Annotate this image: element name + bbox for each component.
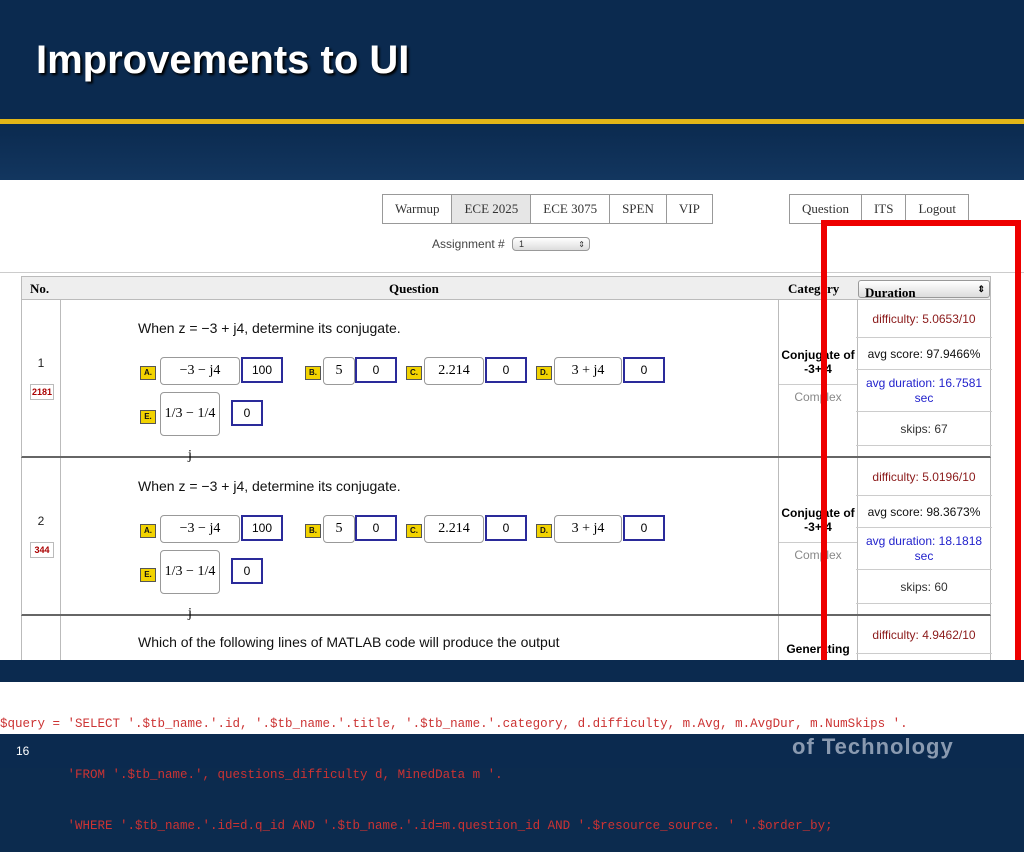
code-line: 'FROM '.$tb_name.', questions_difficulty…	[0, 768, 503, 782]
option-answer[interactable]: 5	[323, 515, 355, 543]
category-name: Generating	[786, 642, 850, 656]
course-nav: Warmup ECE 2025 ECE 3075 SPEN VIP	[382, 194, 713, 224]
question-text: When z = −3 + j4, determine its conjugat…	[138, 320, 401, 336]
nav-vip[interactable]: VIP	[666, 195, 712, 223]
option-label: E.	[140, 410, 156, 424]
option-label: B.	[305, 524, 321, 538]
category-cell: Conjugate of -3+j4 Complex	[778, 458, 858, 614]
nav-ece3075[interactable]: ECE 3075	[531, 195, 611, 223]
nav-warmup[interactable]: Warmup	[383, 195, 453, 223]
difficulty-stat: difficulty: 4.9462/10	[856, 616, 992, 654]
highlight-box	[821, 220, 1021, 676]
question-text: Which of the following lines of MATLAB c…	[138, 634, 560, 650]
option-label: B.	[305, 366, 321, 380]
option-count: 0	[623, 357, 665, 383]
divider	[0, 272, 1024, 273]
question-id-badge: 2181	[30, 384, 54, 400]
code-snippet: $query = 'SELECT '.$tb_name.'.id, '.$tb_…	[0, 682, 1024, 833]
row-number-cell: 1 2181	[22, 300, 61, 456]
option-answer[interactable]: 3 + j4	[554, 515, 622, 543]
nav-question[interactable]: Question	[790, 195, 862, 223]
category-cell: Conjugate of -3+j4 Complex	[778, 300, 858, 456]
row-number-cell: 2 344	[22, 458, 61, 614]
difficulty-stat: difficulty: 5.0653/10	[856, 300, 992, 338]
updown-arrow-icon: ⇕	[578, 240, 585, 249]
assignment-label: Assignment #	[432, 237, 505, 251]
option-count: 0	[623, 515, 665, 541]
institution-logo: of Technology	[792, 734, 954, 759]
option-label: A.	[140, 366, 156, 380]
question-text: When z = −3 + j4, determine its conjugat…	[138, 478, 401, 494]
option-count: 0	[231, 400, 263, 426]
divider	[779, 542, 857, 543]
option-answer[interactable]: 2.214	[424, 515, 484, 543]
header-band	[0, 124, 1024, 180]
avg-score-stat: avg score: 97.9466%	[856, 338, 992, 370]
skips-stat: skips: 67	[856, 412, 992, 446]
gold-divider	[0, 119, 1024, 124]
option-answer[interactable]: 2.214	[424, 357, 484, 385]
avg-score-stat: avg score: 98.3673%	[856, 496, 992, 528]
assignment-select[interactable]: 1 ⇕	[512, 237, 590, 251]
option-count: 0	[231, 558, 263, 584]
difficulty-stat: difficulty: 5.0196/10	[856, 458, 992, 496]
slide-footer: 16 of Technology	[0, 734, 1024, 768]
slide-title: Improvements to UI	[36, 38, 410, 82]
duration-sort-select[interactable]: Duration ⇕	[858, 280, 990, 300]
option-label: C.	[406, 524, 422, 538]
option-answer[interactable]: 1/3 − 1/4 j	[160, 392, 220, 463]
page-number: 16	[16, 744, 30, 758]
option-answer[interactable]: 1/3 − 1/4 j	[160, 550, 220, 621]
code-line: 'WHERE '.$tb_name.'.id=d.q_id AND '.$tb_…	[0, 819, 833, 833]
nav-its[interactable]: ITS	[861, 195, 907, 223]
nav-ece2025[interactable]: ECE 2025	[452, 195, 532, 223]
question-id-badge: 344	[30, 542, 54, 558]
table-row: 2 344 When z = −3 + j4, determine its co…	[21, 458, 992, 621]
category-sub: Complex	[794, 548, 842, 562]
option-label: D.	[536, 524, 552, 538]
row-number: 1	[37, 356, 45, 370]
header-no: No.	[30, 281, 50, 296]
updown-arrow-icon: ⇕	[977, 284, 985, 294]
option-count: 0	[485, 357, 527, 383]
divider	[779, 384, 857, 385]
code-line: $query = 'SELECT '.$tb_name.'.id, '.$tb_…	[0, 717, 908, 731]
option-answer[interactable]: −3 − j4	[160, 515, 240, 543]
nav-logout[interactable]: Logout	[906, 195, 969, 223]
title-bar: Improvements to UI	[0, 0, 1024, 120]
option-count: 0	[485, 515, 527, 541]
option-answer[interactable]: −3 − j4	[160, 357, 240, 385]
app-screenshot: Warmup ECE 2025 ECE 3075 SPEN VIP Questi…	[0, 180, 1024, 660]
nav-spen[interactable]: SPEN	[610, 195, 667, 223]
category-cell: Generating	[778, 616, 858, 660]
option-count: 100	[241, 357, 283, 383]
avg-duration-stat: avg duration: 16.7581 sec	[856, 370, 992, 412]
skips-stat: skips: 60	[856, 570, 992, 604]
row-number: 2	[37, 514, 45, 528]
option-count: 100	[241, 515, 283, 541]
table-row: 1 2181 When z = −3 + j4, determine its c…	[21, 300, 992, 463]
option-answer[interactable]: 3 + j4	[554, 357, 622, 385]
duration-label: Duration	[865, 285, 916, 300]
table-row: Which of the following lines of MATLAB c…	[21, 616, 992, 660]
assignment-value: 1	[519, 239, 525, 249]
option-count: 0	[355, 357, 397, 383]
category-sub: Complex	[794, 390, 842, 404]
option-answer[interactable]: 5	[323, 357, 355, 385]
option-label: C.	[406, 366, 422, 380]
header-question: Question	[389, 281, 439, 296]
option-label: D.	[536, 366, 552, 380]
avg-duration-stat: avg duration: 18.1818 sec	[856, 528, 992, 570]
separator-band	[0, 660, 1024, 682]
option-count: 0	[355, 515, 397, 541]
option-label: A.	[140, 524, 156, 538]
option-label: E.	[140, 568, 156, 582]
row-number-cell	[22, 616, 61, 660]
